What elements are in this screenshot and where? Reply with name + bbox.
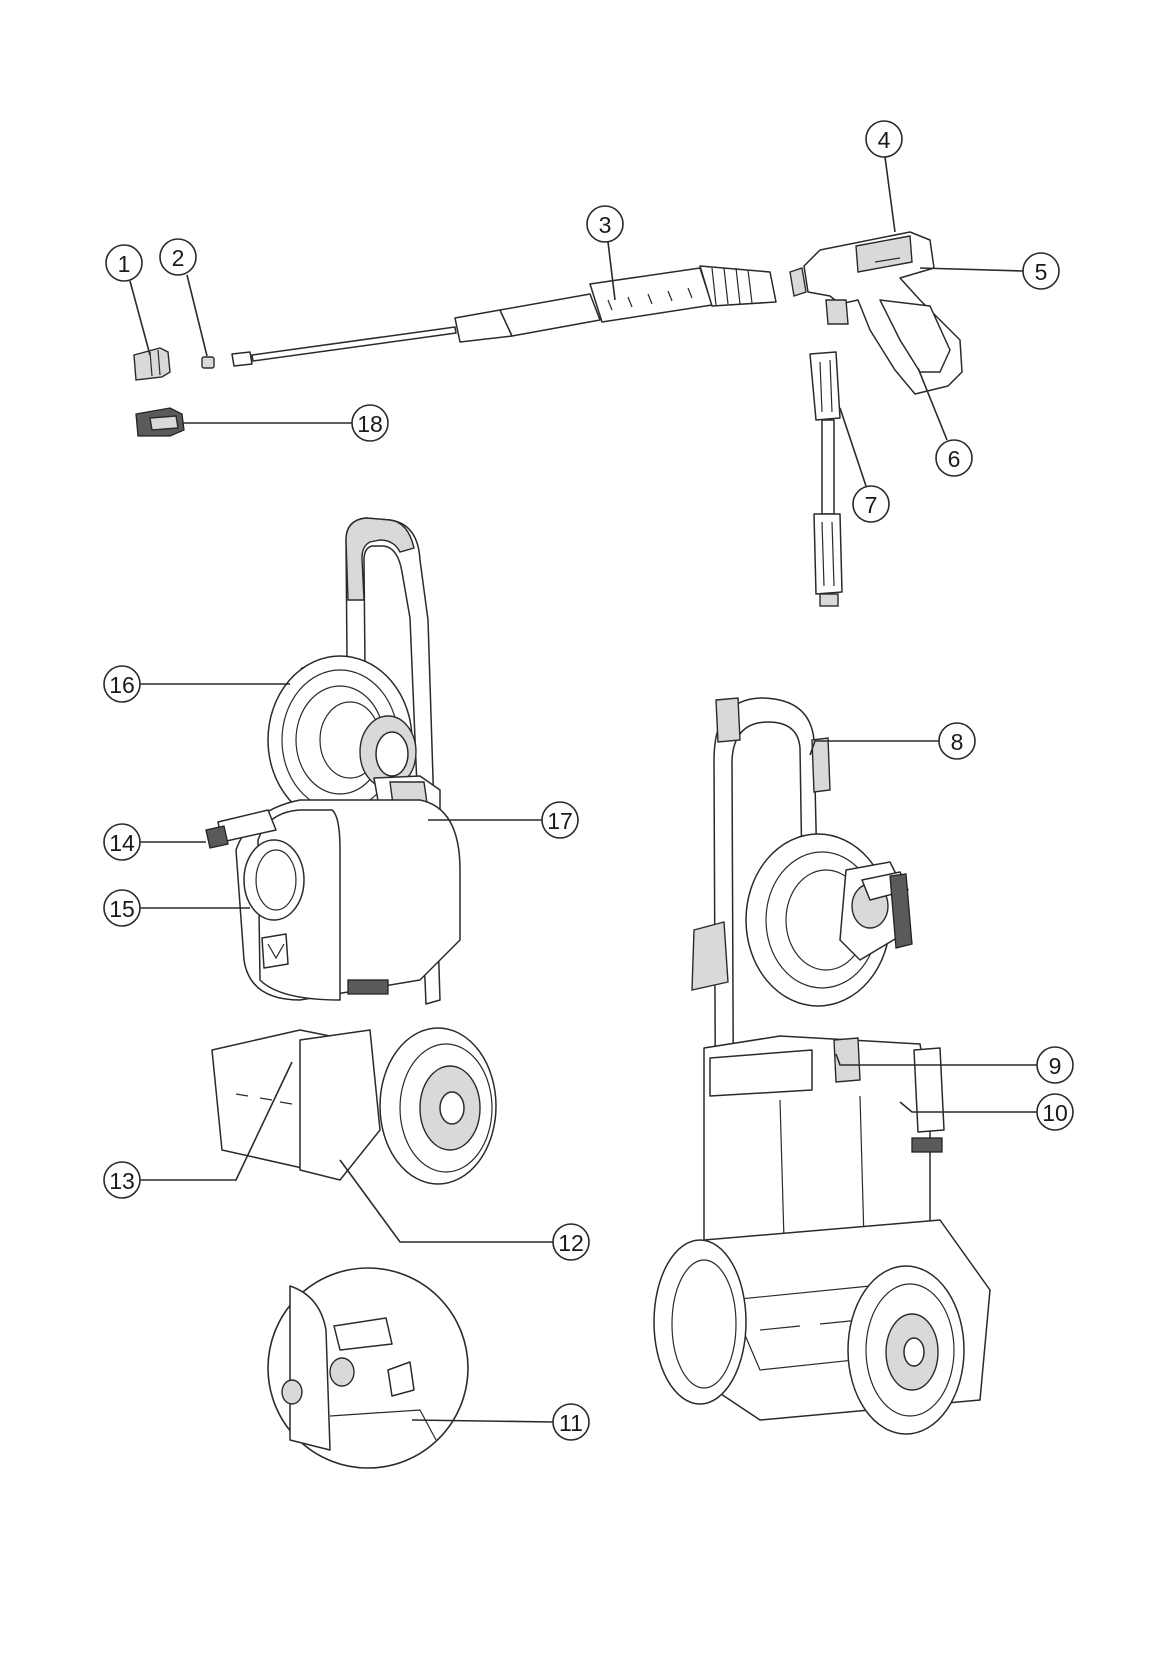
callout-2: 2 — [159, 238, 197, 276]
callout-6: 6 — [935, 439, 973, 477]
detail-inset — [267, 1267, 469, 1469]
callout-14: 14 — [103, 823, 141, 861]
callout-4: 4 — [865, 120, 903, 158]
svg-text:17: 17 — [547, 808, 573, 834]
callout-9: 9 — [1036, 1046, 1074, 1084]
svg-text:12: 12 — [558, 1230, 584, 1256]
leader-13 — [140, 1061, 293, 1181]
svg-text:1: 1 — [118, 251, 131, 277]
svg-text:4: 4 — [878, 127, 891, 153]
callout-11: 11 — [552, 1403, 590, 1441]
callout-1: 1 — [105, 244, 143, 282]
spray-gun-part — [789, 231, 963, 395]
leader-5 — [919, 267, 1024, 272]
callout-3: 3 — [586, 205, 624, 243]
leader-9 — [835, 1053, 1037, 1066]
svg-text:13: 13 — [109, 1168, 135, 1194]
leader-2 — [186, 274, 208, 357]
svg-text:7: 7 — [865, 492, 878, 518]
leader-8 — [809, 740, 939, 756]
leader-7 — [839, 407, 867, 487]
leader-3 — [607, 241, 616, 301]
svg-text:2: 2 — [172, 245, 185, 271]
machine-rear-view — [653, 697, 991, 1435]
svg-text:16: 16 — [109, 672, 135, 698]
svg-text:5: 5 — [1035, 259, 1048, 285]
leader-lines — [129, 156, 1037, 1423]
leader-4 — [884, 156, 896, 233]
callout-5: 5 — [1022, 252, 1060, 290]
turbo-nozzle-part — [135, 407, 185, 437]
leader-12 — [339, 1159, 553, 1243]
leader-11 — [411, 1419, 554, 1423]
leader-10 — [899, 1101, 1037, 1113]
svg-text:3: 3 — [599, 212, 612, 238]
svg-text:8: 8 — [951, 729, 964, 755]
callout-7: 7 — [852, 485, 890, 523]
small-nozzle-part — [201, 356, 215, 369]
lance-part — [231, 265, 777, 367]
callout-10: 10 — [1036, 1093, 1074, 1131]
callout-12: 12 — [552, 1223, 590, 1261]
callout-15: 15 — [103, 889, 141, 927]
leader-1 — [129, 280, 151, 356]
svg-text:10: 10 — [1042, 1100, 1068, 1126]
callout-18: 18 — [351, 404, 389, 442]
svg-text:15: 15 — [109, 896, 135, 922]
callout-13: 13 — [103, 1161, 141, 1199]
machine-front-view — [205, 517, 497, 1185]
svg-text:14: 14 — [109, 830, 135, 856]
callout-17: 17 — [541, 801, 579, 839]
nozzle-cap-part — [133, 347, 171, 381]
leader-6 — [917, 367, 948, 441]
svg-text:18: 18 — [357, 411, 383, 437]
svg-text:11: 11 — [559, 1410, 583, 1436]
svg-text:6: 6 — [948, 446, 961, 472]
svg-text:9: 9 — [1049, 1053, 1062, 1079]
extension-lance-part — [809, 351, 843, 607]
callout-16: 16 — [103, 665, 141, 703]
callout-8: 8 — [938, 722, 976, 760]
